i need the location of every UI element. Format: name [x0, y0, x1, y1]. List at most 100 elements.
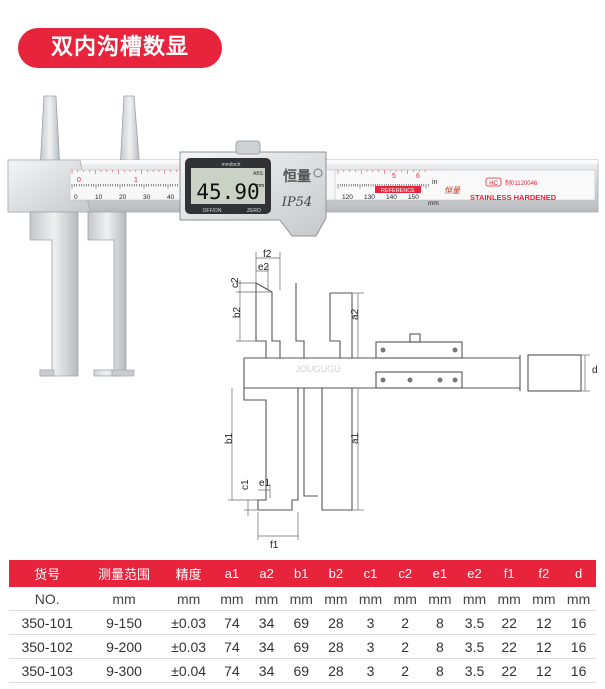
table-cell: 12 [526, 610, 562, 635]
table-cell: 350-101 [9, 610, 86, 635]
dim-b1: b1 [224, 432, 235, 444]
scale-bottom-label: 40 [167, 194, 175, 201]
scale-brand: 恒量 [444, 186, 461, 195]
scale-top-labels: 0 1 5 6 in [77, 173, 438, 186]
dim-e2: e2 [258, 262, 270, 273]
table-cell: 9-200 [85, 634, 163, 659]
col-header: b1 [283, 560, 319, 587]
table-cell: 69 [283, 658, 319, 683]
scale-unit-mm: mm [428, 200, 439, 207]
col-header: c2 [387, 560, 423, 587]
table-cell: 3 [353, 634, 388, 659]
table-cell: 3.5 [457, 634, 492, 659]
scale-top-label: 0 [77, 177, 81, 184]
scale-bottom-label: 30 [143, 194, 151, 201]
table-cell: 34 [249, 634, 284, 659]
scale-bottom-label: 0 [74, 194, 78, 201]
table-cell: 8 [422, 610, 458, 635]
col-header: e1 [422, 560, 458, 587]
caliper-photo: 0 1 5 6 in 0 10 20 30 40 120 130 140 150… [7, 95, 599, 377]
table-cell: 22 [491, 658, 527, 683]
onoff-label: OFF/ON [203, 208, 222, 214]
table-cell: 28 [318, 658, 354, 683]
display-top-label: mm/inch [222, 162, 241, 168]
col-header: a2 [249, 560, 284, 587]
table-cell: 9-150 [85, 610, 163, 635]
col-header: 测量范围 [85, 560, 163, 587]
table-cell: mm [353, 587, 388, 611]
scale-bottom-labels: 0 10 20 30 40 120 130 140 150 mm [74, 194, 439, 207]
scale-bottom-label: 10 [95, 194, 103, 201]
dim-d: d [592, 365, 598, 376]
table-cell: NO. [9, 587, 86, 611]
scale-bottom-label: 120 [342, 194, 353, 201]
scale-top-label: 1 [134, 177, 138, 184]
col-header: f2 [526, 560, 562, 587]
table-cell: 12 [526, 634, 562, 659]
lower-sliding-jaw [87, 211, 127, 377]
dim-c1: c1 [240, 479, 251, 490]
display-abs: ABS [253, 171, 264, 177]
reference-label: REFERENCE [381, 188, 415, 194]
dim-e1: e1 [259, 478, 271, 489]
table-cell: 74 [214, 610, 250, 635]
stainless-label: STAINLESS HARDENED [470, 193, 557, 202]
dim-f1: f1 [270, 540, 279, 548]
table-cell: 2 [387, 610, 423, 635]
dim-f2: f2 [263, 249, 272, 260]
page-title: 双内沟槽数显 [18, 28, 222, 68]
table-cell: 74 [214, 658, 250, 683]
table-cell: mm [85, 587, 163, 611]
table-cell: ±0.03 [162, 634, 215, 659]
scale-top-label: 6 [416, 173, 420, 180]
dim-a2: a2 [350, 308, 361, 320]
table-cell: 34 [249, 658, 284, 683]
dim-b2: b2 [232, 306, 243, 318]
table-cell: 74 [214, 634, 250, 659]
col-header: d [561, 560, 596, 587]
table-cell: 3.5 [457, 658, 492, 683]
lower-fixed-jaw [29, 211, 79, 377]
table-cell: 16 [561, 658, 596, 683]
serial-number: 制01120046 [505, 179, 538, 187]
table-cell: mm [422, 587, 458, 611]
table-cell: mm [283, 587, 319, 611]
col-header: a1 [214, 560, 250, 587]
table-cell: ±0.03 [162, 610, 215, 635]
table-cell: 28 [318, 610, 354, 635]
table-cell: mm [387, 587, 423, 611]
table-cell: mm [561, 587, 596, 611]
lcd-screen [191, 168, 265, 204]
col-header: 精度 [162, 560, 215, 587]
table-cell: mm [457, 587, 492, 611]
brand-logo: 恒量 [283, 168, 311, 185]
display-value: 45.90 [196, 180, 259, 204]
scale-bottom-label: 20 [119, 194, 127, 201]
dim-a1: a1 [350, 432, 361, 444]
table-cell: 28 [318, 634, 354, 659]
col-header: c1 [353, 560, 388, 587]
col-header: e2 [457, 560, 492, 587]
zero-label: ZERO [247, 208, 261, 214]
col-header: 货号 [9, 560, 86, 587]
col-header: b2 [318, 560, 354, 587]
table-cell: 8 [422, 658, 458, 683]
display-unit: mm [256, 183, 264, 189]
scale-unit-in: in [432, 179, 438, 186]
watermark: JOUGUGU [296, 364, 341, 374]
table-cell: 2 [387, 658, 423, 683]
table-cell: mm [318, 587, 354, 611]
table-cell: 69 [283, 634, 319, 659]
table-cell: 3.5 [457, 610, 492, 635]
table-cell: 350-103 [9, 658, 86, 683]
table-cell: 34 [249, 610, 284, 635]
ip-rating: IP54 [281, 195, 312, 210]
table-cell: 3 [353, 610, 388, 635]
dim-c2: c2 [230, 277, 241, 288]
cert-label: HC [489, 181, 498, 187]
table-cell: ±0.04 [162, 658, 215, 683]
table-header-row: 货号 测量范围 精度 a1 a2 b1 b2 c1 c2 e1 e2 f1 f2… [9, 560, 596, 587]
scale-top-label: 5 [392, 173, 396, 180]
